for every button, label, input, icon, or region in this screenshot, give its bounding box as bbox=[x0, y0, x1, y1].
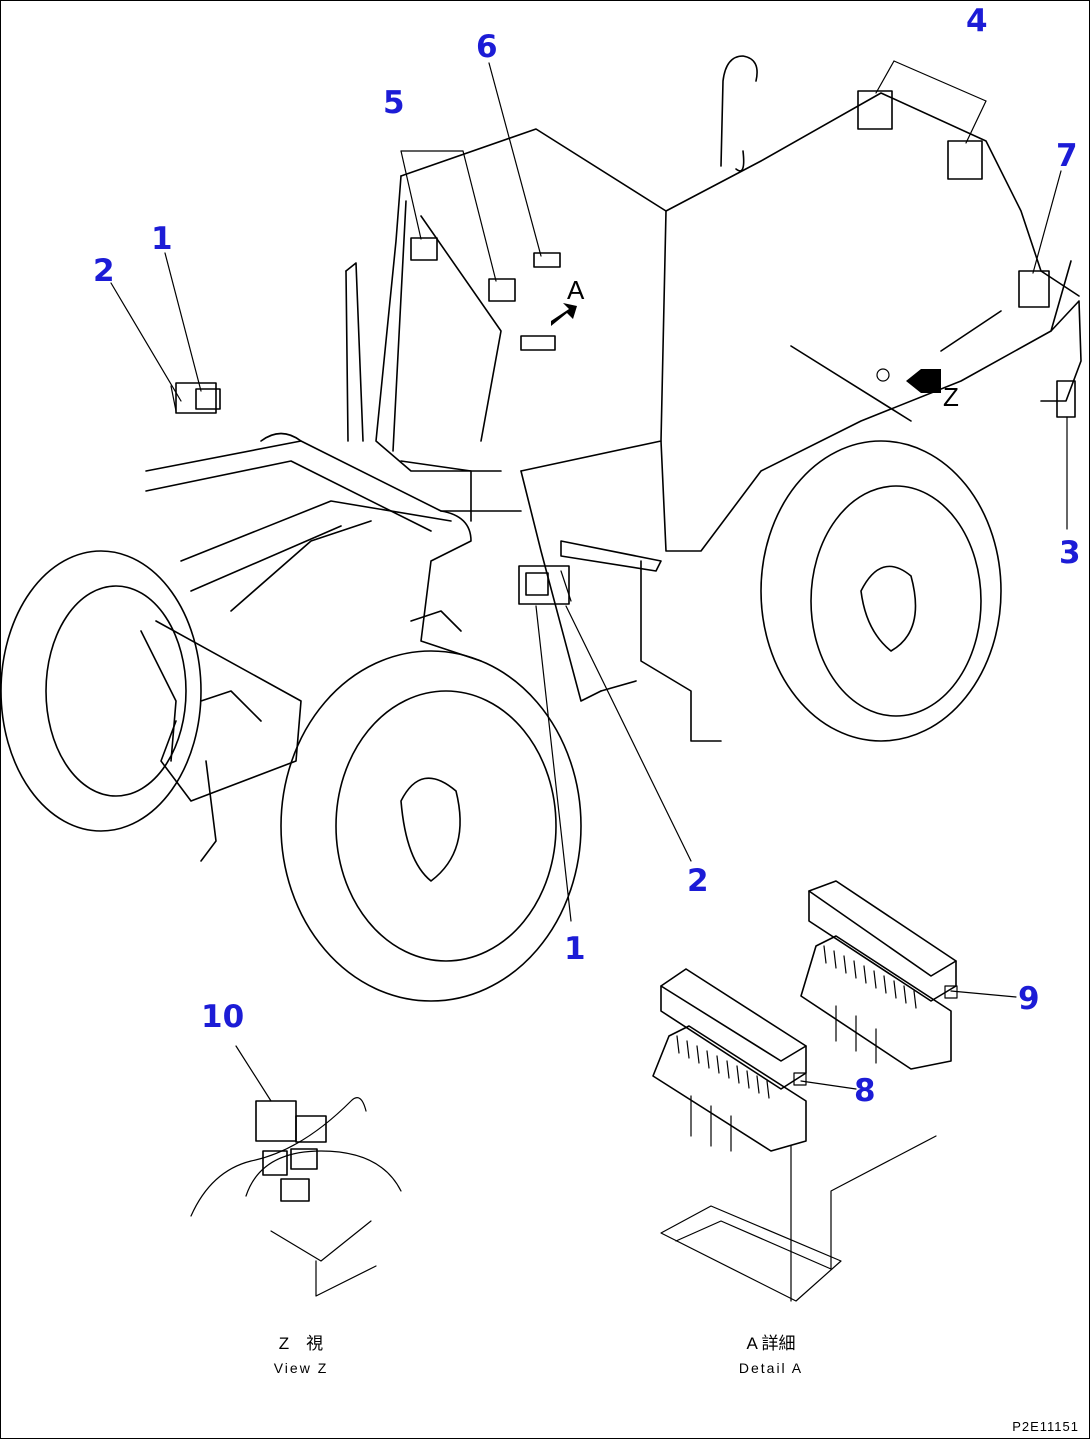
callout-7: 7 bbox=[1056, 138, 1078, 174]
callout-1-centre: 1 bbox=[564, 931, 586, 967]
callout-numbers: 1 2 5 6 4 7 3 2 1 9 8 10 bbox=[93, 3, 1081, 1109]
drawing-code: P2E11151 bbox=[1012, 1419, 1079, 1434]
caption-detail-a-jp: A 詳細 bbox=[746, 1334, 795, 1353]
callout-5: 5 bbox=[383, 85, 405, 121]
caption-detail-a-en: Detail A bbox=[739, 1360, 803, 1376]
leader-lines bbox=[110, 60, 1068, 1102]
machine-outline bbox=[140, 55, 1082, 862]
caption-view-z-en: View Z bbox=[274, 1360, 329, 1376]
view-arrows bbox=[551, 303, 941, 393]
callout-2-centre: 2 bbox=[687, 863, 709, 899]
callout-6: 6 bbox=[476, 29, 498, 65]
callout-9: 9 bbox=[1018, 981, 1040, 1017]
callout-8: 8 bbox=[854, 1073, 876, 1109]
tyres bbox=[1, 440, 1002, 1002]
view-arrow-a bbox=[551, 303, 577, 326]
callout-1-left: 1 bbox=[151, 221, 173, 257]
view-reference-letters: A Z bbox=[567, 275, 959, 412]
view-ref-a: A bbox=[567, 275, 585, 305]
callout-10: 10 bbox=[201, 999, 244, 1035]
callout-2-left: 2 bbox=[93, 253, 115, 289]
callout-4: 4 bbox=[966, 3, 988, 39]
view-ref-z: Z bbox=[943, 382, 959, 412]
callout-3: 3 bbox=[1059, 535, 1081, 571]
caption-view-z-jp: Z 視 bbox=[279, 1334, 323, 1353]
view-arrow-z bbox=[906, 369, 941, 393]
detail-a-fuse-boxes bbox=[652, 880, 958, 1302]
captions: Z 視 View Z A 詳細 Detail A bbox=[274, 1334, 803, 1376]
view-z-detail bbox=[190, 1097, 402, 1297]
connectors bbox=[170, 90, 1076, 605]
